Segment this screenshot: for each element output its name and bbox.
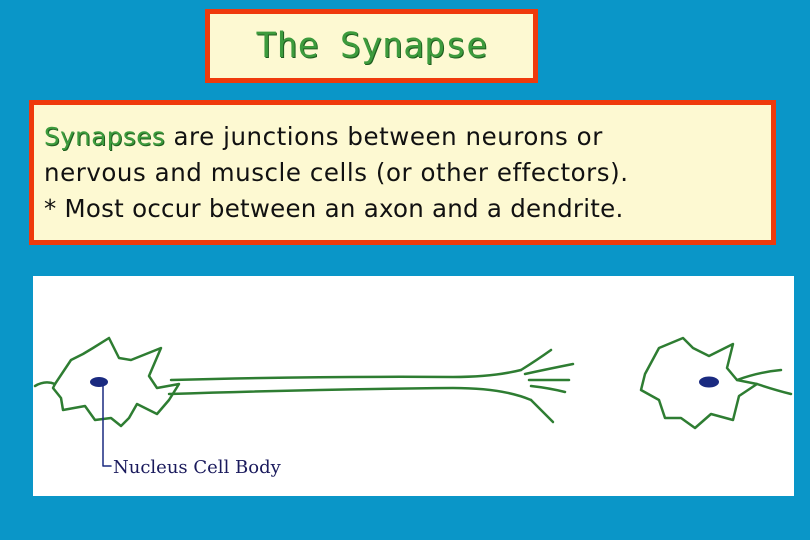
title-box: The Synapse xyxy=(205,9,538,83)
definition-line-3: * Most occur between an axon and a dendr… xyxy=(44,194,624,223)
slide-title: The Synapse xyxy=(255,26,488,66)
highlighted-term: Synapses xyxy=(44,122,166,151)
axon-upper xyxy=(169,368,523,382)
axon-terminal-5 xyxy=(529,398,555,424)
left-nucleus xyxy=(90,377,108,387)
definition-line-1: Synapses are junctions between neurons o… xyxy=(44,119,765,155)
nucleus-cell-body-label: Nucleus Cell Body xyxy=(113,457,281,478)
right-dendrite-2 xyxy=(735,368,783,382)
axon-lower xyxy=(167,386,533,402)
right-nucleus xyxy=(699,376,719,388)
right-cell-body xyxy=(639,336,759,430)
neuron-diagram xyxy=(33,336,793,467)
neuron-diagram-panel: Nucleus Cell Body xyxy=(33,276,794,496)
left-cell-body xyxy=(51,336,181,428)
definition-line-1-rest: are junctions between neurons or xyxy=(165,122,603,151)
label-leader-line xyxy=(102,385,112,467)
axon-terminal-1 xyxy=(519,348,553,372)
right-dendrite-1 xyxy=(755,382,793,396)
axon-terminal-2 xyxy=(523,362,575,376)
left-dendrite xyxy=(33,381,57,388)
definition-box: Synapses are junctions between neurons o… xyxy=(29,100,776,245)
definition-line-2: nervous and muscle cells (or other effec… xyxy=(44,158,629,187)
axon-terminal-4 xyxy=(529,384,567,394)
